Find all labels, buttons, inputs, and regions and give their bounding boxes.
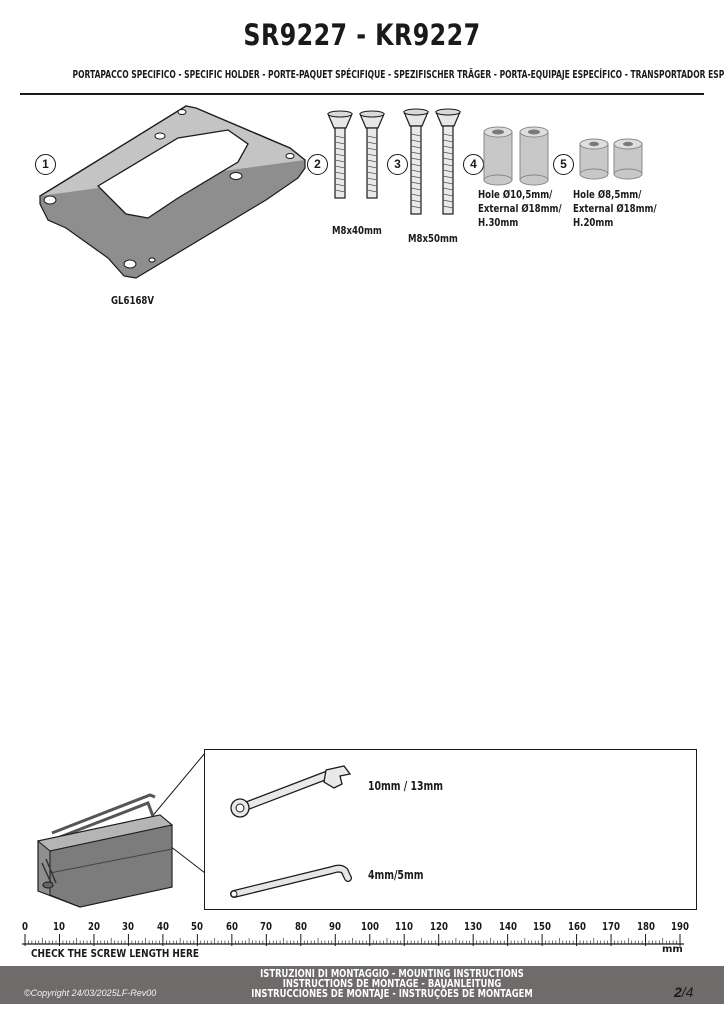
ruler-unit: mm bbox=[662, 944, 683, 955]
ruler-tick-label: 30 bbox=[122, 920, 135, 933]
ruler-tick-label: 150 bbox=[533, 920, 552, 933]
page-number: 2/4 bbox=[674, 984, 693, 1000]
ruler-tick-label: 40 bbox=[156, 920, 169, 933]
ruler-tick-label: 190 bbox=[671, 920, 689, 933]
part-number-4: 4 bbox=[463, 154, 484, 175]
holder-plate-icon bbox=[39, 105, 306, 279]
footer-bar bbox=[0, 966, 724, 1004]
part-3-size: M8x50mm bbox=[408, 232, 458, 245]
part-4-spec: Hole Ø10,5mm/ External Ø18mm/ H.30mm bbox=[478, 188, 562, 230]
spacer-tall-icon bbox=[483, 126, 549, 186]
footer-line: ISTRUZIONI DI MONTAGGIO - MOUNTING INSTR… bbox=[260, 968, 524, 980]
ruler-tick-label: 130 bbox=[464, 920, 483, 933]
ruler-tick-label: 110 bbox=[395, 920, 414, 933]
part-4-spec-line: H.30mm bbox=[478, 216, 519, 229]
ruler-tick-label: 70 bbox=[260, 920, 273, 933]
part-4-spec-line: Hole Ø10,5mm/ bbox=[478, 188, 553, 201]
ruler-tick-label: 120 bbox=[429, 920, 448, 933]
ruler-tick-label: 50 bbox=[191, 920, 204, 933]
allen-key-size-label: 4mm/5mm bbox=[368, 868, 424, 882]
ruler-tick-label: 180 bbox=[636, 920, 655, 933]
part-2-size: M8x40mm bbox=[332, 224, 382, 237]
part-number-1: 1 bbox=[35, 154, 56, 175]
part-5-spec: Hole Ø8,5mm/ External Ø18mm/ H.20mm bbox=[573, 188, 657, 230]
page-current: 2 bbox=[674, 984, 682, 1000]
ruler-caption: CHECK THE SCREW LENGTH HERE bbox=[31, 948, 199, 960]
allen-key-icon bbox=[230, 864, 352, 898]
copyright: ©Copyright 24/03/2025LF-Rev00 bbox=[24, 988, 157, 998]
ruler-tick-label: 60 bbox=[225, 920, 238, 933]
part-number-2: 2 bbox=[307, 154, 328, 175]
ruler-tick-label: 90 bbox=[329, 920, 342, 933]
ruler-tick-label: 160 bbox=[567, 920, 586, 933]
page-subtitle: PORTAPACCO SPECIFICO - SPECIFIC HOLDER -… bbox=[72, 69, 724, 81]
ruler-tick-label: 20 bbox=[87, 920, 100, 933]
page-title: SR9227 - KR9227 bbox=[243, 18, 481, 52]
part-number-3: 3 bbox=[387, 154, 408, 175]
footer-line: INSTRUCCIONES DE MONTAJE - INSTRUÇÕES DE… bbox=[251, 988, 533, 1000]
part-5-spec-line: External Ø18mm/ bbox=[573, 202, 657, 215]
combination-wrench-icon bbox=[230, 765, 352, 818]
ruler-tick-label: 100 bbox=[360, 920, 379, 933]
ruler-scale bbox=[22, 934, 684, 946]
ruler-numbers: 0 10 20 30 40 50 60 70 80 90 100 110 120 130 140 150 160… bbox=[0, 920, 724, 936]
spacer-short-icon bbox=[579, 138, 643, 180]
ruler-tick-label: 140 bbox=[498, 920, 517, 933]
footer-line: INSTRUCTIONS DE MONTAGE - BAUANLEITUNG bbox=[282, 978, 502, 990]
screw-m8x50-icon bbox=[403, 108, 461, 215]
part-5-spec-line: H.20mm bbox=[573, 216, 614, 229]
part-4-spec-line: External Ø18mm/ bbox=[478, 202, 562, 215]
screw-m8x40-icon bbox=[327, 110, 385, 199]
part-5-spec-line: Hole Ø8,5mm/ bbox=[573, 188, 642, 201]
ruler-tick-label: 0 bbox=[22, 920, 28, 933]
page-total: /4 bbox=[681, 984, 694, 1000]
part-1-code: GL6168V bbox=[111, 294, 155, 307]
wrench-size-label: 10mm / 13mm bbox=[368, 779, 444, 793]
header-divider bbox=[20, 93, 704, 95]
ruler-tick-label: 170 bbox=[602, 920, 621, 933]
ruler-tick-label: 10 bbox=[53, 920, 66, 933]
footer-instructions: ISTRUZIONI DI MONTAGGIO - MOUNTING INSTR… bbox=[152, 968, 632, 1000]
ruler-tick-label: 80 bbox=[294, 920, 307, 933]
toolbox-icon bbox=[36, 752, 206, 908]
part-number-5: 5 bbox=[553, 154, 574, 175]
